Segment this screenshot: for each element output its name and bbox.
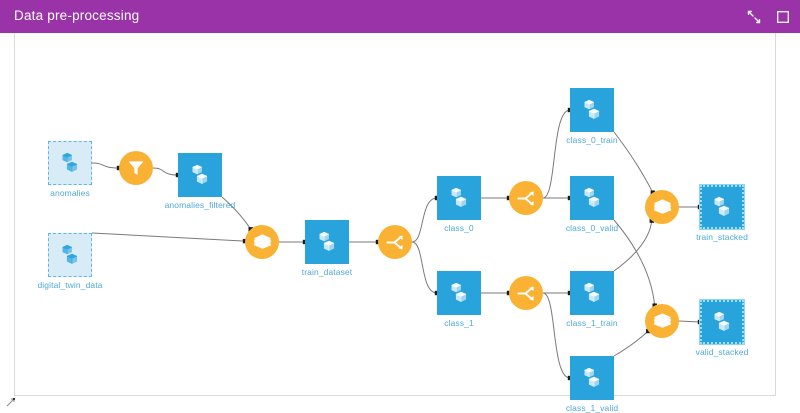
cubes-icon [319, 231, 335, 251]
node-train_dataset[interactable]: train_dataset [302, 220, 352, 277]
node-class_0_train[interactable]: class_0_train [566, 88, 618, 145]
edge-endpoint-marker [302, 239, 308, 245]
edge-endpoint-marker [506, 290, 512, 296]
stack-layers-icon [653, 198, 671, 214]
graph-edge [91, 232, 246, 242]
node-class_0[interactable]: class_0 [437, 176, 481, 233]
node-digital_twin_data[interactable]: digital_twin_data [37, 233, 102, 290]
node-label-train_stacked: train_stacked [696, 232, 748, 242]
edge-endpoint-marker [434, 195, 440, 201]
node-label-class_1_valid: class_1_valid [565, 403, 619, 413]
operator-op_stack_valid[interactable] [645, 304, 679, 338]
edge-endpoint-marker [434, 290, 440, 296]
page-title: Data pre-processing [14, 8, 140, 23]
graph-edge [411, 197, 438, 243]
node-box-class_1_valid[interactable] [570, 356, 614, 400]
operator-op_concat_1[interactable] [245, 225, 279, 259]
resize-handle-icon[interactable] [6, 397, 16, 407]
node-train_stacked[interactable]: train_stacked [696, 184, 748, 242]
graph-edge [91, 162, 120, 169]
node-box-class_1_train[interactable] [570, 271, 614, 315]
cubes-icon [584, 99, 600, 119]
node-label-digital_twin_data: digital_twin_data [37, 280, 103, 290]
node-anomalies[interactable]: anomalies [48, 141, 92, 198]
cubes-icon [714, 311, 730, 331]
node-label-class_0: class_0 [444, 223, 474, 233]
graph-edge [678, 320, 701, 323]
window-titlebar: Data pre-processing [0, 0, 800, 33]
canvas-border-bottom [14, 395, 776, 396]
cubes-icon [62, 152, 78, 172]
node-label-train_dataset: train_dataset [301, 267, 353, 277]
node-class_1[interactable]: class_1 [437, 271, 481, 328]
node-box-class_0[interactable] [437, 176, 481, 220]
cubes-icon [451, 187, 467, 207]
graph-edge [613, 219, 656, 306]
node-label-anomalies: anomalies [50, 188, 90, 198]
graph-edge [221, 196, 252, 230]
node-label-anomalies_filtered: anomalies_filtered [164, 200, 236, 210]
graph-edge [152, 167, 179, 176]
node-label-valid_stacked: valid_stacked [695, 347, 749, 357]
operator-op_split_2[interactable] [509, 181, 543, 215]
cubes-icon [62, 244, 78, 264]
graph-edges-layer [91, 107, 703, 381]
maximize-icon[interactable] [775, 9, 790, 24]
node-box-anomalies_filtered[interactable] [178, 153, 222, 197]
node-box-class_1[interactable] [437, 271, 481, 315]
node-box-class_0_valid[interactable] [570, 176, 614, 220]
graph-edge [411, 241, 438, 294]
stack-layers-icon [653, 312, 671, 328]
filter-funnel-icon [128, 161, 144, 175]
operator-op_filter[interactable] [119, 151, 153, 185]
split-arrows-icon [385, 235, 403, 249]
node-label-class_1: class_1 [444, 318, 474, 328]
split-arrows-icon [516, 286, 534, 300]
edge-endpoint-marker [375, 239, 381, 245]
node-label-class_1_train: class_1_train [566, 318, 618, 328]
graph-edge [613, 131, 654, 193]
graph-edge [542, 292, 571, 379]
graph-edge [613, 330, 649, 357]
node-label-class_0_valid: class_0_valid [565, 223, 619, 233]
cubes-icon [584, 282, 600, 302]
node-box-train_stacked[interactable] [699, 184, 745, 230]
operator-op_split_3[interactable] [509, 276, 543, 310]
node-anomalies_filtered[interactable]: anomalies_filtered [165, 153, 235, 210]
collapse-icon[interactable] [746, 9, 761, 24]
node-class_0_valid[interactable]: class_0_valid [566, 176, 618, 233]
titlebar-controls [746, 0, 790, 33]
split-arrows-icon [516, 191, 534, 205]
node-box-class_0_train[interactable] [570, 88, 614, 132]
node-box-train_dataset[interactable] [305, 220, 349, 264]
cubes-icon [192, 164, 208, 184]
node-class_1_train[interactable]: class_1_train [566, 271, 618, 328]
node-box-digital_twin_data[interactable] [48, 233, 92, 277]
node-class_1_valid[interactable]: class_1_valid [566, 356, 618, 413]
cubes-icon [584, 187, 600, 207]
operator-op_stack_train[interactable] [645, 190, 679, 224]
stack-layers-icon [253, 233, 271, 249]
node-valid_stacked[interactable]: valid_stacked [696, 299, 748, 357]
node-box-anomalies[interactable] [48, 141, 92, 185]
canvas-border-right [775, 33, 776, 395]
canvas-border-left [14, 33, 15, 395]
cubes-icon [714, 196, 730, 216]
edge-endpoint-marker [506, 195, 512, 201]
cubes-icon [584, 367, 600, 387]
node-box-valid_stacked[interactable] [699, 299, 745, 345]
operator-op_split_1[interactable] [378, 225, 412, 259]
cubes-icon [451, 282, 467, 302]
graph-edge [542, 109, 571, 199]
graph-edge [613, 220, 653, 272]
pipeline-canvas[interactable]: anomalies digital_twin_data [0, 33, 800, 413]
node-label-class_0_train: class_0_train [566, 135, 618, 145]
